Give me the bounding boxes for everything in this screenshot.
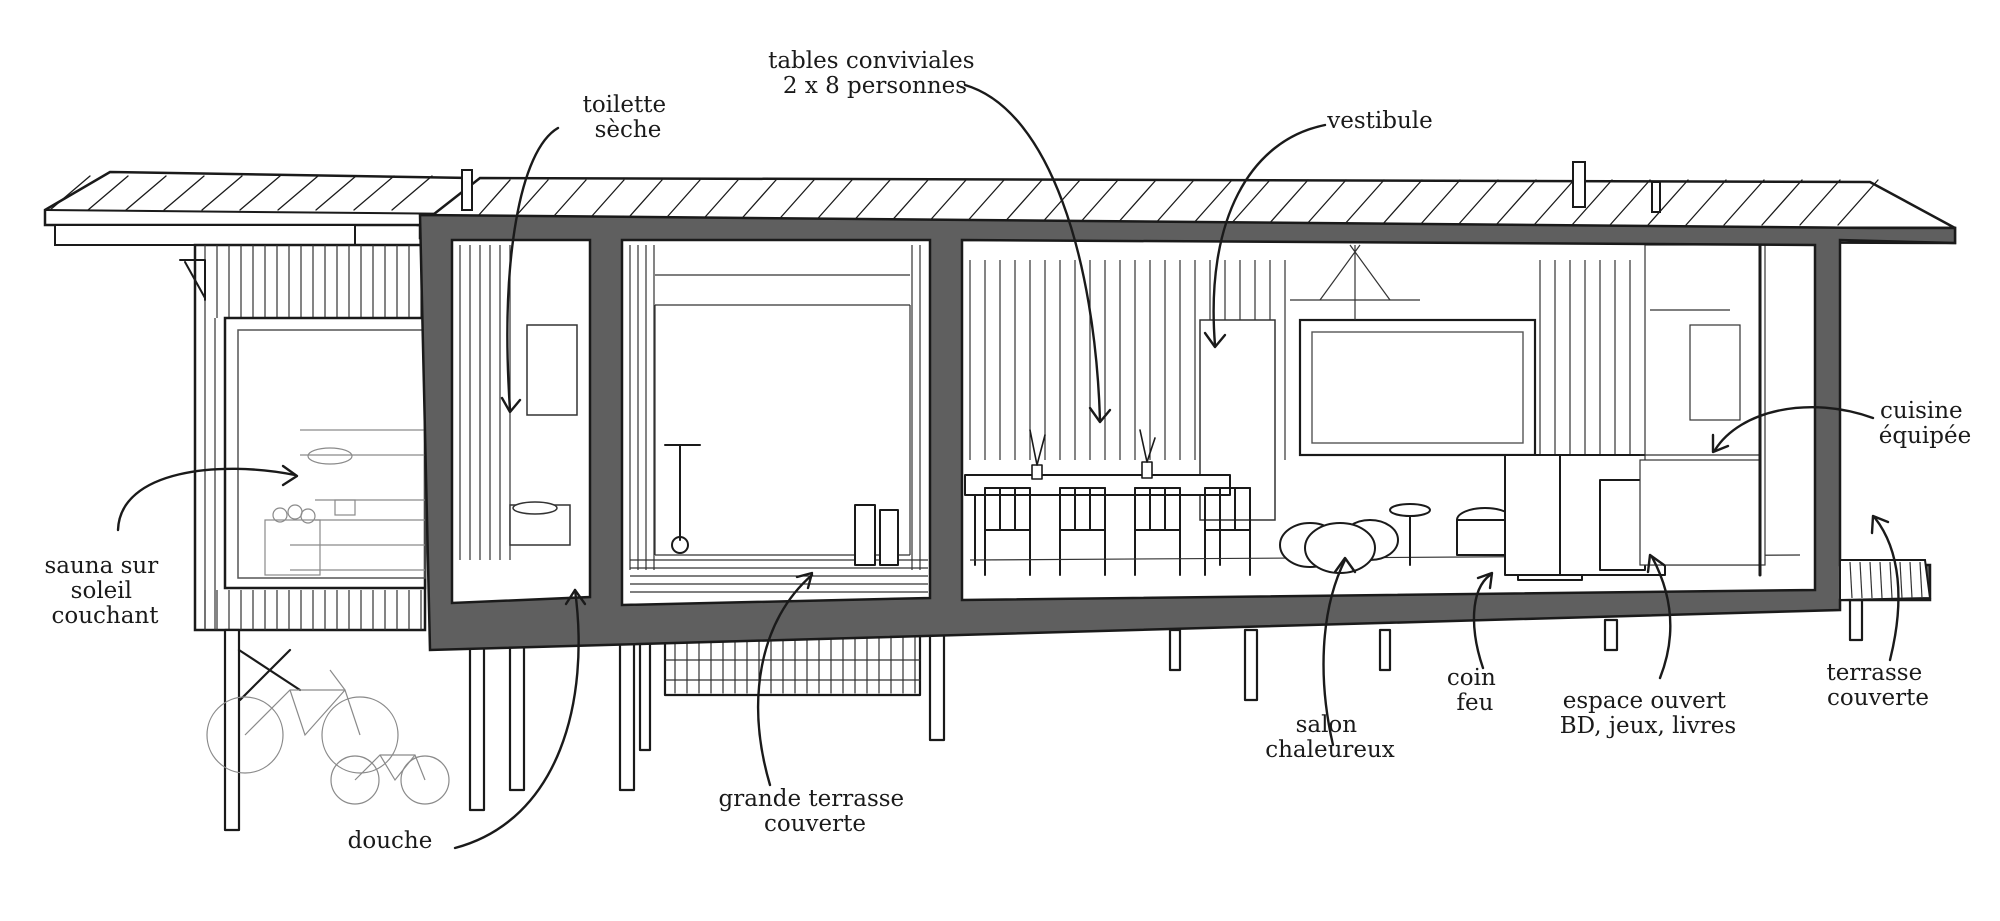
arrow-grande-terrasse [756,573,814,787]
label-grande-terrasse: grande terrasse couverte [719,786,912,837]
label-vestibule: vestibule [1326,108,1433,134]
label-salon: salon chaleureux [1265,712,1395,763]
interior [459,243,1801,593]
label-toilette: toilette sèche [583,92,674,143]
arrow-tables [963,83,1102,422]
arrow-salon [1322,558,1347,747]
arrow-terrasse [1873,516,1900,662]
arrow-espace [1650,555,1672,680]
callout-arrows [116,83,1900,850]
arrow-douche [453,588,580,850]
label-douche: douche [348,828,433,854]
label-espace: espace ouvert BD, jeux, livres [1560,688,1736,739]
label-terrasse: terrasse couverte [1826,660,1929,711]
arrow-cuisine [1713,406,1875,452]
arrow-vestibule [1212,123,1327,347]
label-cuisine: cuisine équipée [1879,398,1971,449]
label-sauna: sauna sur soleil couchant [44,553,165,629]
arrow-sauna [116,467,297,532]
arrow-toilette [506,126,560,412]
label-tables: tables conviviales 2 x 8 personnes [768,48,982,99]
bicycles [206,669,450,805]
sauna-box [179,243,427,632]
arrow-coin-feu [1472,573,1492,670]
right-terrace-deck [1839,559,1932,602]
labels: toilette sèche tables conviviales 2 x 8 … [44,48,1971,854]
label-coin-feu: coin feu [1447,665,1503,716]
